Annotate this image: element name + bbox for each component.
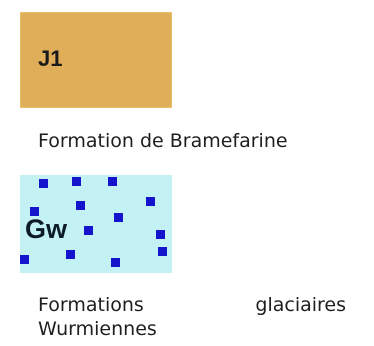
legend-code-j1: J1 [38, 46, 63, 71]
pattern-dot [20, 255, 29, 264]
legend-label-j1: Formation de Bramefarine [38, 130, 288, 152]
pattern-dot [156, 230, 165, 239]
legend-swatch-j1: J1 [20, 12, 172, 108]
legend-code-gw: Gw [25, 214, 68, 244]
pattern-dot [158, 247, 167, 256]
legend-swatch-gw: Gw [20, 175, 172, 273]
pattern-dot [76, 201, 85, 210]
pattern-dot [72, 177, 81, 186]
pattern-dot [146, 197, 155, 206]
pattern-dot [111, 258, 120, 267]
pattern-dot [66, 250, 75, 259]
legend-label-gw-line2: Wurmiennes [38, 318, 157, 340]
pattern-dot [84, 226, 93, 235]
pattern-dot [39, 179, 48, 188]
pattern-dot [30, 207, 39, 216]
pattern-dot [108, 177, 117, 186]
pattern-dot [114, 213, 123, 222]
legend-label-gw-line1: Formations glaciaires [38, 294, 346, 316]
